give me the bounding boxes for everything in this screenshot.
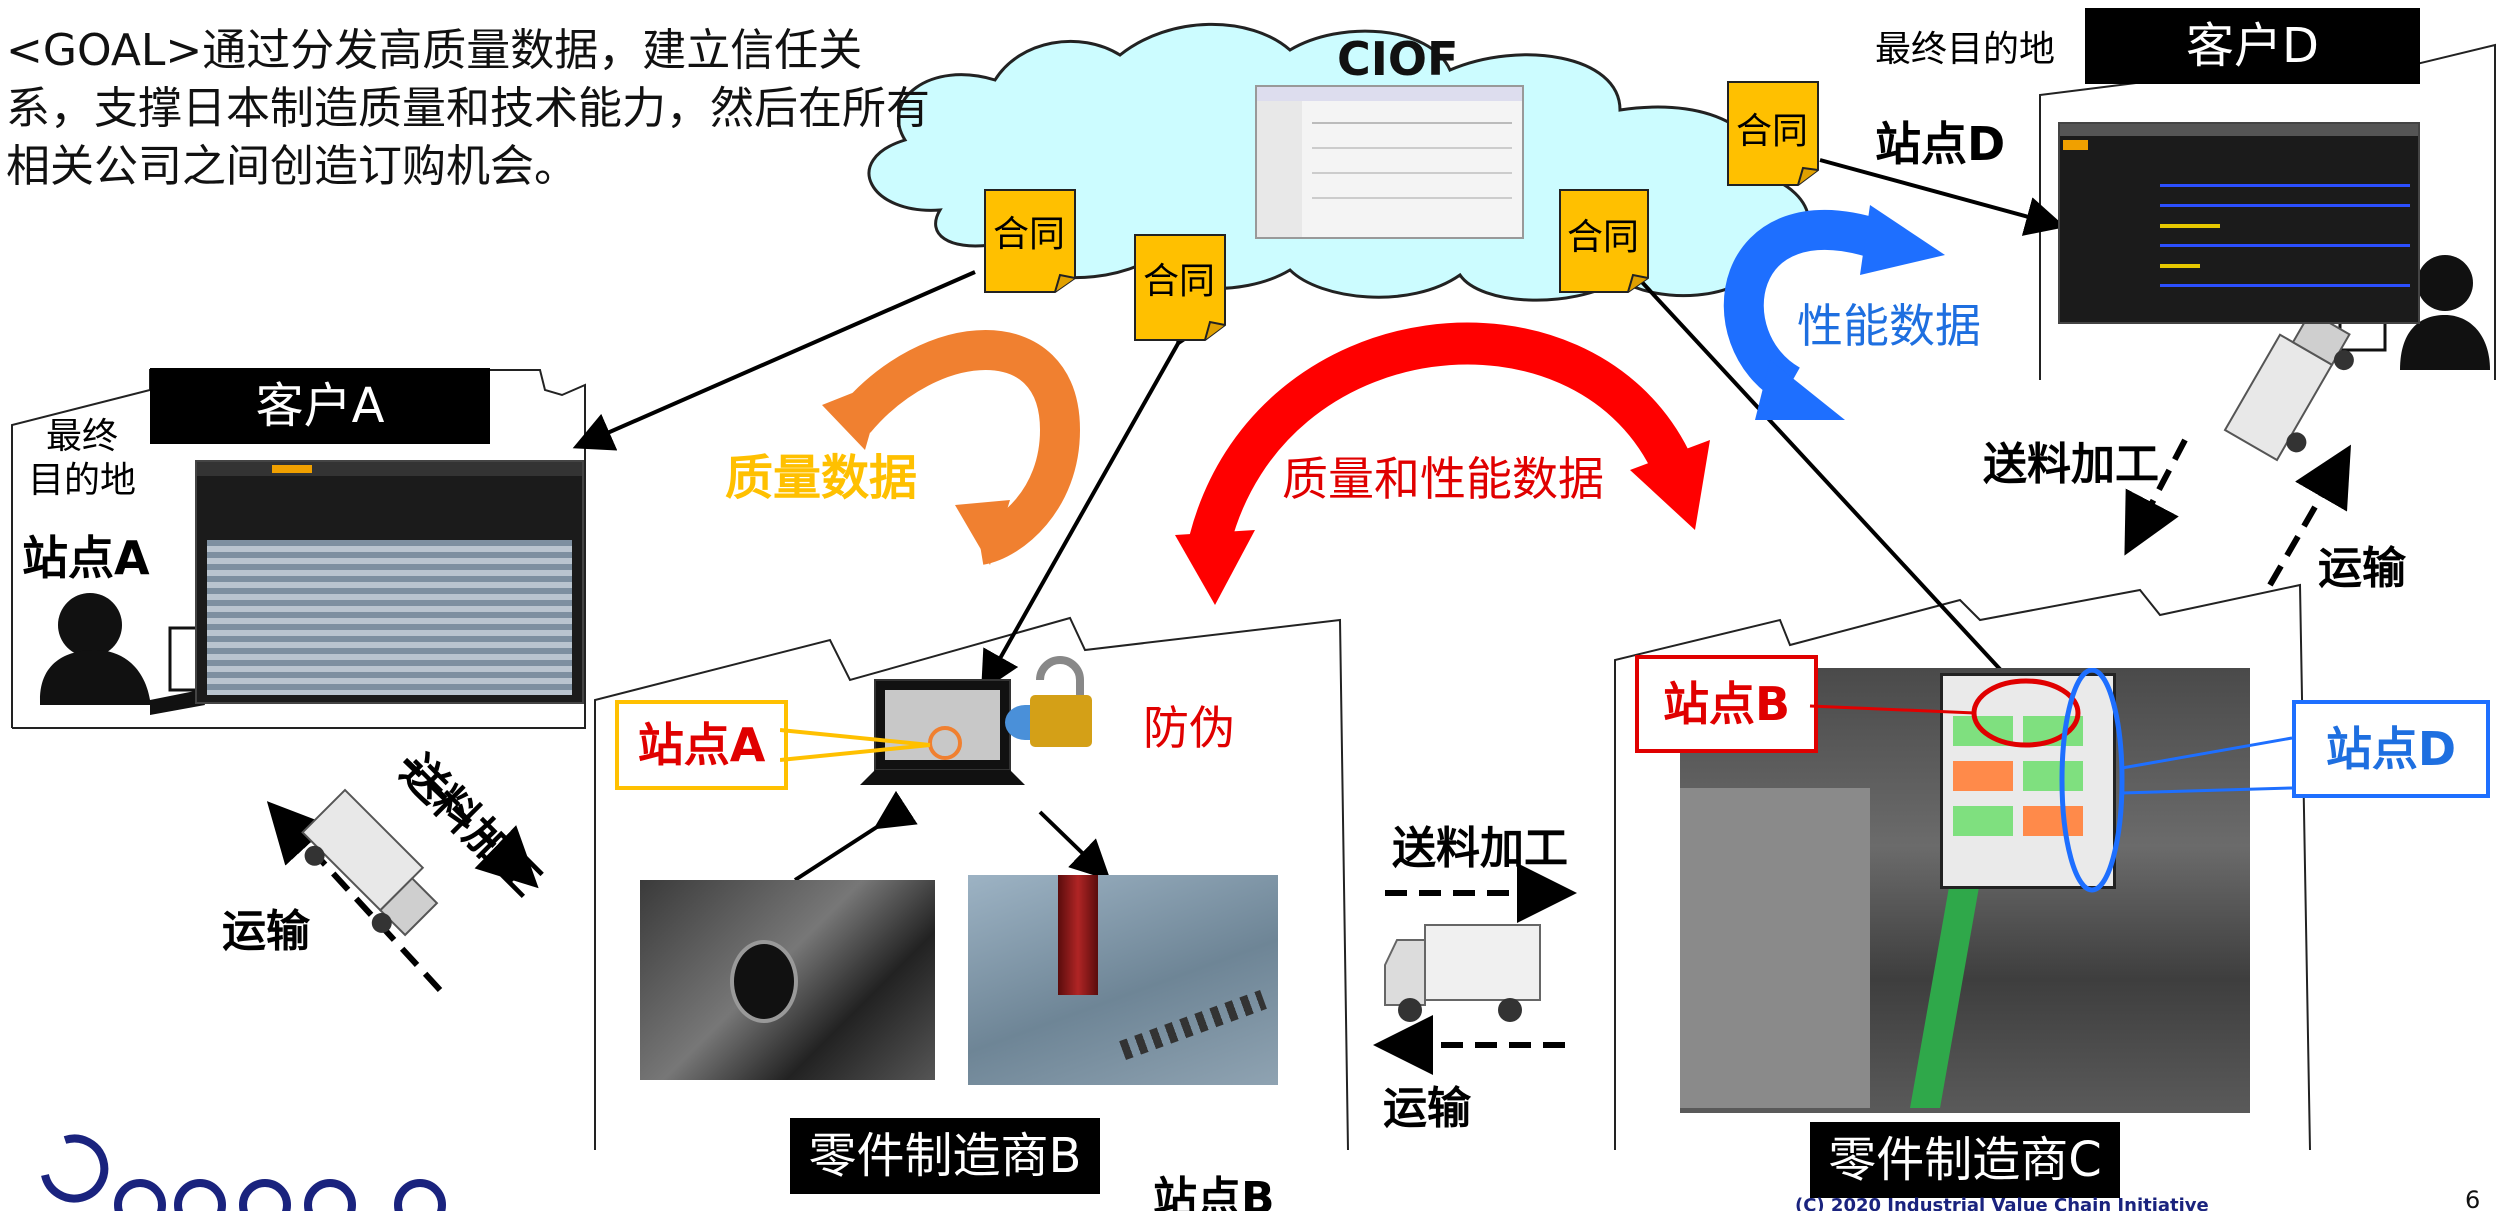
connector-cloud-to-customer-d: [1819, 158, 2066, 236]
quality-data-arrow: [839, 330, 1081, 565]
cloud-title: CIOF: [1337, 32, 1459, 86]
truck-icon-d: [2223, 310, 2354, 462]
perf-data-label: 性能数据: [1797, 299, 1981, 353]
maker-c-site-b-callout: 站点B: [1635, 655, 1818, 753]
connector-laptop-to-photo-left: [793, 790, 918, 882]
maker-b-callout-pointer: [780, 728, 931, 762]
ciof-screenshot: [1255, 85, 1524, 239]
transport-label-d: 运输: [2318, 543, 2406, 594]
ivi-logo: [41, 1134, 446, 1211]
truck-icon-a: [301, 788, 439, 937]
connector-cloud-to-customer-a: [572, 270, 976, 451]
transport-arrow-d: [2267, 444, 2351, 587]
person-icon-customer-d: [2338, 255, 2490, 370]
goal-statement: <GOAL>通过分发高质量数据，建立信任关系，支撑日本制造质量和技术能力，然后在…: [6, 25, 930, 192]
agreement-doc-3: [1559, 189, 1649, 293]
quality-perf-data-label: 质量和性能数据: [1282, 452, 1604, 506]
page-number: 6: [2465, 1186, 2481, 1211]
quality-data-label: 质量数据: [725, 450, 918, 506]
andon-board: [1940, 673, 2116, 889]
perf-data-arrow: [1723, 209, 1887, 403]
feed-process-label-bc: 送料加工: [1392, 823, 1568, 874]
maker-b-label: 零件制造商B: [790, 1118, 1100, 1194]
connector-laptop-to-photo-right: [1038, 810, 1111, 881]
quality-perf-arrow: [1189, 322, 1689, 546]
customer-a-label: 客户A: [150, 368, 490, 444]
customer-a-site: 站点A: [22, 531, 150, 585]
transport-label-bc: 运输: [1383, 1083, 1471, 1134]
customer-a-final-destination: 最终 目的地: [28, 416, 137, 501]
anti-counterfeit-label: 防伪: [1143, 701, 1235, 755]
connector-cloud-to-maker-b: [981, 302, 1214, 692]
copyright: (C) 2020 Industrial Value Chain Initiati…: [1795, 1195, 2209, 1211]
maker-c-building: [1614, 583, 2311, 1151]
agreement-label-3: 合同: [1567, 217, 1640, 258]
truck-icon-bc: [1384, 924, 1541, 1022]
customer-d-site: 站点D: [1875, 117, 2006, 171]
feed-process-label-d: 送料加工: [1983, 439, 2159, 490]
agreement-doc-4: [1727, 81, 1819, 186]
agreement-label-2: 合同: [1143, 261, 1216, 302]
agreement-doc-2: [1134, 234, 1226, 341]
feed-arrow-d: [2124, 438, 2188, 556]
maker-c-site-d-callout: 站点D: [2292, 700, 2490, 798]
customer-d-final-destination: 最终目的地: [1875, 29, 2056, 70]
measurement-photo: [640, 880, 935, 1080]
customer-a-screen: [195, 460, 584, 704]
maker-b-site: 站点B: [1153, 1173, 1275, 1211]
maker-c-label: 零件制造商C: [1810, 1122, 2120, 1198]
connector-cloud-to-maker-c: [1638, 278, 2012, 682]
transport-arrow-a: [266, 801, 443, 993]
agreement-label-1: 合同: [993, 214, 1066, 255]
lock-icon: [1005, 656, 1092, 747]
agreement-doc-1: [984, 189, 1076, 293]
person-icon-customer-a: [40, 593, 207, 715]
customer-a-building: [11, 369, 586, 729]
maker-b-building: [594, 616, 1349, 1151]
customer-d-label: 客户D: [2085, 8, 2420, 84]
feed-arrow-a: [402, 757, 539, 889]
maker-c-callout-pointers: [1809, 668, 2293, 893]
customer-d-screen: [2058, 122, 2420, 324]
engraving-photo: [968, 875, 1278, 1085]
agreement-label-4: 合同: [1736, 111, 1809, 152]
maker-b-site-callout: 站点A: [615, 700, 788, 790]
transport-label-a: 运输: [222, 906, 310, 957]
